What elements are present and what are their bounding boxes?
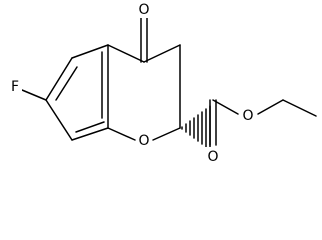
bond-o-ch2 [257,99,284,115]
carbonyl-oxygen-atom: O [205,147,221,165]
ketone-oxygen-atom: O [136,0,152,18]
bond-o1-c8a [107,127,136,141]
bond-ester-c-o-single [212,99,239,115]
benzene-ring [45,44,109,141]
ester-oxygen-label: O [242,108,253,124]
bond-c5-c6 [71,44,109,59]
bond-c8-c8a [71,127,109,141]
bond-c2-o1 [152,127,181,141]
ester-group [181,99,317,151]
ketone-oxygen-label: O [138,2,149,18]
ring-oxygen-label: O [138,133,149,149]
stereo-hashed-bond [181,105,211,151]
ester-oxygen-atom: O [240,107,256,125]
ring-oxygen-atom: O [136,132,152,150]
fluorine-atom: F [8,77,22,97]
bond-c8-c8a-inner [75,121,105,133]
bond-c6-c7 [45,57,73,101]
fluorine-label: F [11,79,19,95]
atom-labels: F O O O O [8,0,256,165]
bond-c7-c8 [45,99,73,141]
fluoro-substituent [21,89,47,101]
chemical-structure-diagram: F O O O O [8,0,317,165]
bond-c6-c7-inner [55,66,78,101]
pyranone-ring [107,44,181,141]
bond-c6-f [21,89,47,101]
ketone-group [140,16,148,63]
bond-ch2-ch3 [282,99,317,117]
bond-c4-c3 [143,44,181,63]
bond-c4a-c4 [107,44,145,63]
carbonyl-oxygen-label: O [207,149,218,165]
